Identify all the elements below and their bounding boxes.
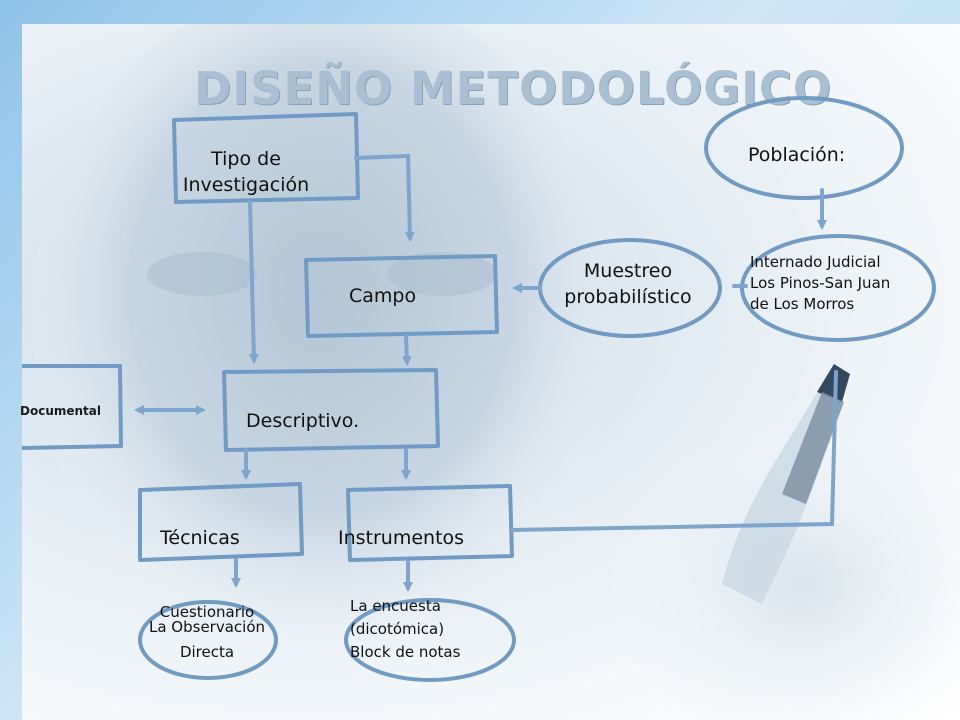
eye-shadow-right bbox=[387, 252, 497, 296]
box-documental bbox=[21, 364, 123, 450]
box-campo bbox=[304, 254, 499, 338]
label-internado: Internado Judicial Los Pinos-San Juan de… bbox=[750, 252, 890, 315]
label-documental: Documental bbox=[20, 404, 101, 418]
slide-title: DISEÑO METODOLÓGICO bbox=[194, 62, 833, 115]
ellipse-instrumentos-items bbox=[344, 598, 516, 682]
label-cuestionario: Cuestionario bbox=[159, 603, 255, 621]
box-tipo-investigacion bbox=[172, 112, 360, 204]
label-muestreo-line1: Muestreo bbox=[583, 260, 673, 282]
label-descriptivo: Descriptivo. bbox=[246, 410, 360, 432]
label-block-notas: Block de notas bbox=[350, 643, 461, 661]
label-dicotomica: (dicotómica) bbox=[350, 620, 445, 638]
label-campo: Campo bbox=[349, 285, 417, 307]
hand-shape bbox=[612, 424, 960, 720]
label-tipo-investigacion: Tipo de Investigación bbox=[168, 146, 324, 198]
label-internado-line1: Internado Judicial bbox=[750, 253, 881, 271]
label-tecnicas-items: Cuestionario La Observación Directa bbox=[132, 602, 282, 663]
box-descriptivo bbox=[222, 368, 440, 452]
box-instrumentos bbox=[346, 484, 514, 562]
label-muestreo-line2: probabilístico bbox=[564, 286, 692, 308]
ellipse-poblacion bbox=[704, 96, 904, 200]
marker-body bbox=[782, 392, 844, 504]
label-encuesta: La encuesta bbox=[350, 597, 441, 615]
label-instrumentos-items: La encuesta (dicotómica) Block de notas bbox=[350, 596, 460, 663]
connector-instrumentos-poblacion bbox=[510, 370, 838, 532]
box-tecnicas bbox=[138, 482, 304, 562]
label-instrumentos: Instrumentos bbox=[338, 527, 465, 549]
label-directa: Directa bbox=[179, 643, 235, 661]
connector-campo-descriptivo bbox=[401, 334, 412, 366]
connector-tipo-campo bbox=[354, 153, 415, 242]
eye-shadow-left bbox=[147, 252, 257, 296]
label-poblacion: Población: bbox=[748, 144, 846, 166]
label-internado-line2: Los Pinos-San Juan bbox=[750, 274, 891, 292]
label-tipo-line2: Investigación bbox=[182, 174, 310, 196]
label-tipo-line1: Tipo de bbox=[211, 148, 281, 170]
label-internado-line3: de Los Morros bbox=[750, 295, 855, 313]
ellipse-tecnicas-items bbox=[138, 600, 278, 680]
label-muestreo: Muestreo probabilístico bbox=[546, 258, 710, 310]
label-tecnicas: Técnicas bbox=[160, 527, 240, 549]
label-observacion: La Observación bbox=[148, 618, 266, 636]
connector-tipo-descriptivo bbox=[248, 200, 259, 364]
marker-icon bbox=[817, 364, 850, 402]
